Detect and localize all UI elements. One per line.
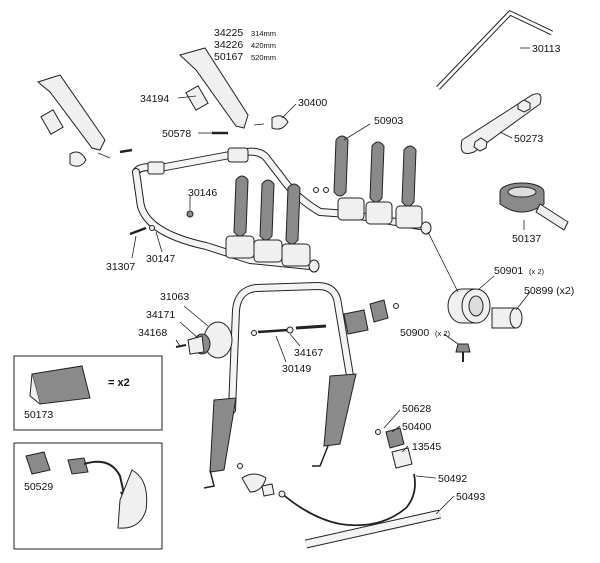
callout-labels: 34225 314mm 34226 420mm 50167 520mm 3011… — [24, 27, 574, 503]
label-50167: 50167 — [214, 51, 243, 63]
strap-roll-50137 — [499, 182, 569, 231]
label-34171: 34171 — [146, 309, 175, 321]
pivot-axle — [251, 299, 399, 336]
label-50900-qty: (x 2) — [435, 329, 451, 338]
label-31307: 31307 — [106, 261, 135, 273]
label-34194: 34194 — [140, 93, 169, 105]
allen-key-30113 — [436, 9, 554, 90]
label-30113: 30113 — [532, 43, 561, 55]
pivot-knob-31063 — [175, 321, 233, 359]
label-30149: 30149 — [282, 363, 311, 375]
end-cap-50901 — [447, 288, 491, 324]
label-30400-top: 30400 — [298, 97, 327, 109]
label-50492: 50492 — [438, 473, 467, 485]
label-13545: 13545 — [412, 441, 441, 453]
bolt-50900 — [455, 343, 471, 362]
label-50137: 50137 — [512, 233, 541, 245]
label-50493: 50493 — [456, 491, 485, 503]
frame-hardware — [129, 187, 329, 236]
label-50529: 50529 — [24, 481, 53, 493]
upper-frame — [132, 147, 432, 273]
cradles-right — [333, 135, 423, 229]
label-50167-size: 520mm — [251, 53, 276, 62]
foot-bracket-34194 — [36, 74, 133, 167]
tube-50493 — [305, 509, 441, 549]
foot-bracket-34225 — [179, 47, 289, 135]
clip-parts — [237, 427, 413, 497]
label-34226: 34226 — [214, 39, 243, 51]
label-30147: 30147 — [146, 253, 175, 265]
box-50529 — [13, 442, 163, 550]
label-50400: 50400 — [402, 421, 431, 433]
end-sleeve-50899 — [491, 307, 523, 329]
label-34168: 34168 — [138, 327, 167, 339]
label-30146: 30146 — [188, 187, 217, 199]
label-50901-qty: (x 2) — [529, 267, 545, 276]
label-50173-qty: = x2 — [108, 377, 130, 389]
leader-lines — [131, 47, 531, 515]
label-34226-size: 420mm — [251, 41, 276, 50]
label-50903: 50903 — [374, 115, 403, 127]
spanner-50273 — [460, 93, 542, 154]
label-50173: 50173 — [24, 409, 53, 421]
label-34167: 34167 — [294, 347, 323, 359]
label-50578: 50578 — [162, 128, 191, 140]
cradles-left — [225, 175, 311, 267]
box-50173 — [13, 355, 163, 431]
label-50900: 50900 — [400, 327, 429, 339]
label-31063: 31063 — [160, 291, 189, 303]
label-34225: 34225 — [214, 27, 243, 39]
label-50899: 50899 (x2) — [524, 285, 574, 297]
label-34225-size: 314mm — [251, 29, 276, 38]
lower-hoop — [203, 282, 357, 489]
label-50628: 50628 — [402, 403, 431, 415]
cable-50492 — [278, 473, 416, 527]
label-50273: 50273 — [514, 133, 543, 145]
label-50901: 50901 — [494, 265, 523, 277]
